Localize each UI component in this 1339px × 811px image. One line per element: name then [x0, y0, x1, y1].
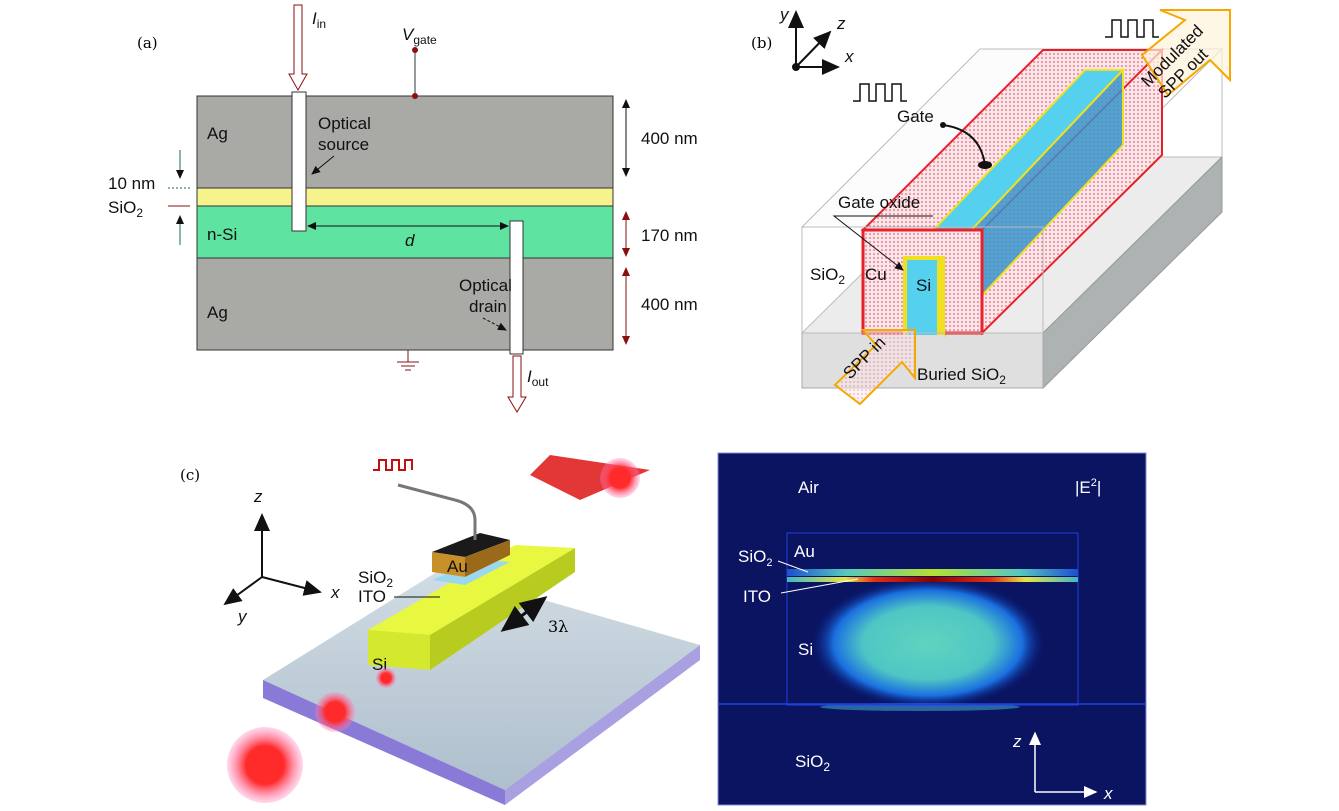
si-front: [907, 260, 937, 335]
dim-mid-label: 170 nm: [641, 226, 698, 245]
i-out-label: Iout: [527, 367, 549, 389]
axis-y-label: y: [779, 5, 790, 24]
substrate-top: [263, 570, 700, 790]
panel-b: (b) y z x Si Cu SiO2 Buried SiO2 Gate ox…: [751, 5, 1231, 406]
ag-top-layer: [196, 95, 614, 189]
axis-x-label: x: [844, 47, 854, 66]
ito-label: ITO: [358, 587, 386, 606]
dim-bottom-label: 400 nm: [641, 295, 698, 314]
panel-c-tag: (c): [180, 466, 200, 484]
sio2-label: SiO2: [738, 547, 772, 569]
gate-wire: [942, 124, 986, 166]
oxide-thickness-marks: [168, 150, 190, 245]
si-label: Si: [916, 276, 931, 295]
axis-x-label: x: [1103, 784, 1113, 803]
gate-pulse-icon: [853, 83, 907, 102]
oxide-label: SiO2: [108, 198, 143, 220]
ag-bottom-label: Ag: [207, 303, 228, 322]
oxide-layer: [196, 187, 614, 207]
gate-terminal: [412, 47, 418, 53]
axes-icon: [788, 10, 840, 75]
cladding-front: [801, 226, 1044, 334]
cu-label: Cu: [865, 265, 887, 284]
axes-icon-d: [1029, 731, 1098, 798]
panel-a-tag: (a): [137, 34, 158, 52]
gate-contact: [412, 93, 418, 99]
source-slit: [291, 91, 307, 232]
i-in-label: Iin: [312, 9, 326, 31]
length-arrow: [500, 596, 548, 632]
drain-slit: [509, 220, 524, 355]
input-beam-spot: [376, 668, 396, 688]
axis-z-label: z: [253, 487, 263, 506]
drain-pointer: [482, 317, 507, 331]
ito-field-layer: [787, 577, 1078, 582]
panel-b-tag: (b): [751, 34, 772, 52]
input-beam-spot-large: [227, 727, 303, 803]
panel-c: (c) z x y Au SiO2 ITO Si 3λ: [180, 455, 700, 805]
axis-x-label: x: [330, 583, 340, 602]
ito-label: ITO: [743, 587, 771, 606]
au-front: [432, 552, 465, 577]
input-beam-spot-mid: [315, 692, 355, 732]
au-side: [465, 540, 510, 577]
au-top: [432, 533, 510, 557]
gate-oxide-pointer: [832, 215, 933, 271]
panel-field-map: Air |E2| Au SiO2 ITO Si SiO2 z x: [717, 452, 1147, 806]
n-si-label: n-Si: [207, 225, 237, 244]
sio2-pointer: [777, 560, 809, 573]
waveguide-top: [368, 545, 575, 635]
ground-icon: [397, 350, 419, 371]
output-arrow-icon: [507, 355, 527, 413]
sio2-label: SiO2: [358, 568, 393, 590]
n-si-layer: [196, 205, 614, 259]
sio2-field-layer: [787, 569, 1078, 576]
output-beam-spot: [600, 458, 640, 498]
ag-bottom-layer: [196, 257, 614, 351]
substrate-label: SiO2: [795, 752, 830, 774]
optical-mode: [810, 577, 1046, 709]
axes-icon-c: [223, 513, 322, 606]
axis-z-label: z: [836, 14, 846, 33]
si-label: Si: [798, 640, 813, 659]
field-label: |E2|: [1075, 477, 1101, 497]
buried-label: Buried SiO2: [917, 365, 1006, 387]
spp-in-arrow-icon: [833, 329, 916, 406]
waveguide-outline: [786, 532, 1079, 706]
substrate-side: [505, 645, 700, 805]
axis-z-label: z: [1012, 732, 1022, 751]
length-label: 3λ: [548, 617, 568, 636]
sio2-label: SiO2: [810, 265, 845, 287]
oxide-thickness-label: 10 nm: [108, 174, 155, 193]
au-label: Au: [794, 542, 815, 561]
axis-y-label: y: [237, 607, 248, 626]
input-arrow-icon: [288, 4, 308, 92]
electrode-wire: [397, 483, 477, 540]
output-pulse-icon: [1105, 19, 1159, 38]
ito-pointer: [780, 578, 859, 594]
gate-oxide-label: Gate oxide: [838, 193, 920, 212]
distance-label: d: [405, 231, 415, 250]
source-pointer: [311, 155, 335, 175]
waveguide-front: [368, 630, 430, 670]
gate-label: Gate: [897, 107, 934, 126]
air-label: Air: [798, 478, 819, 497]
pulse-icon: [373, 459, 413, 471]
v-gate-label: Vgate: [402, 25, 437, 47]
au-label: Au: [447, 557, 468, 576]
dim-top-label: 400 nm: [641, 129, 698, 148]
spp-out-arrow-icon: [1140, 9, 1231, 97]
ag-top-label: Ag: [207, 124, 228, 143]
